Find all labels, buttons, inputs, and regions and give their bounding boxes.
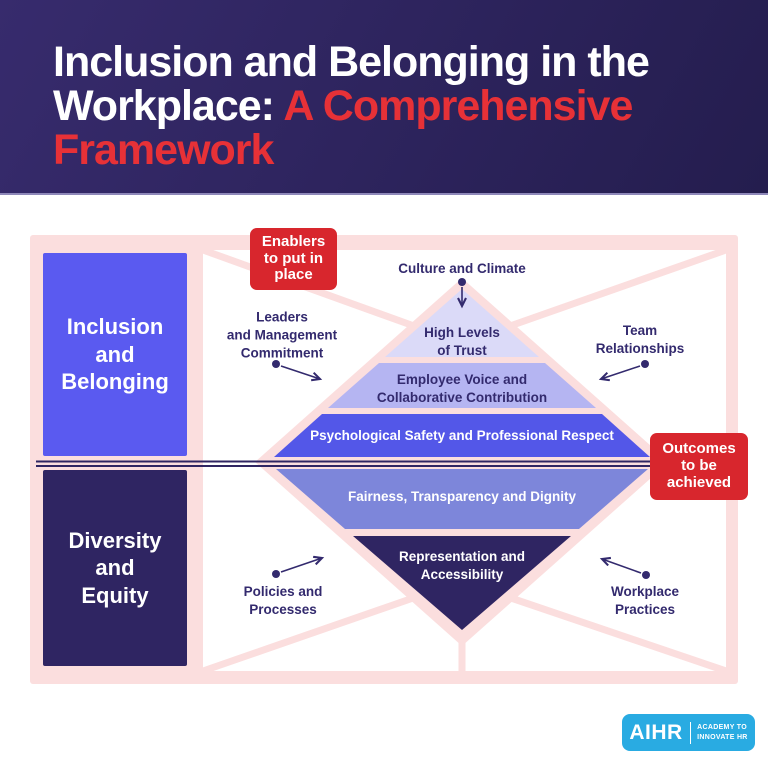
outcomes-badge-line1: Outcomes: [662, 440, 736, 458]
page-title: Inclusion and Belonging in the Workplace…: [53, 40, 733, 172]
category-inclusion-line2: and: [95, 341, 135, 367]
label-leaders-management: Leaders and Management Commitment: [227, 308, 337, 361]
band-high-trust: [385, 289, 539, 357]
enablers-badge-line3: place: [274, 266, 313, 284]
category-diversity-equity: Diversity and Equity: [43, 470, 187, 666]
arrow-workplace-icon: [602, 559, 642, 574]
half-divider-lines: [36, 460, 732, 467]
category-inclusion-line1: Inclusion: [66, 314, 164, 340]
band-label-employee-voice: Employee Voice and Collaborative Contrib…: [377, 371, 547, 407]
band-representation-line2: Accessibility: [420, 567, 504, 582]
aihr-logo-divider: [689, 721, 692, 744]
band-representation-line1: Representation and: [398, 549, 526, 565]
label-culture-climate: Culture and Climate: [398, 261, 526, 277]
band-label-high-trust: High Levels of Trust: [424, 324, 500, 360]
outcomes-badge: Outcomes to be achieved: [650, 433, 748, 500]
connector-arrows: [280, 287, 642, 574]
connector-dots: [272, 278, 650, 579]
arrow-leaders-icon: [280, 365, 320, 379]
enablers-badge: Enablers to put in place: [250, 228, 337, 290]
band-representation: [353, 536, 571, 630]
title-line-1: Inclusion and Belonging in the: [53, 38, 650, 86]
category-diversity-line2: and: [95, 555, 135, 581]
band-employee-voice-line2: Collaborative Contribution: [376, 390, 548, 405]
outcomes-badge-line3: achieved: [666, 473, 732, 491]
label-team-line2: Relationships: [595, 341, 685, 356]
category-inclusion-line3: Belonging: [61, 369, 169, 395]
band-label-fairness: Fairness, Transparency and Dignity: [347, 489, 577, 505]
category-inclusion-belonging: Inclusion and Belonging: [43, 253, 187, 456]
category-diversity-line1: Diversity: [68, 527, 162, 553]
label-leaders-line2: and Management: [226, 327, 338, 343]
header-banner: Inclusion and Belonging in the Workplace…: [0, 0, 768, 195]
aihr-tagline-line1: ACADEMY TO: [697, 724, 747, 732]
band-high-trust-line2: of Trust: [437, 343, 487, 358]
aihr-logo-wordmark: AIHR: [629, 720, 683, 744]
aihr-logo-tagline: ACADEMY TO INNOVATE HR: [697, 723, 748, 741]
band-employee-voice: [328, 363, 596, 408]
outcomes-badge-line2: to be: [681, 457, 717, 475]
label-policies-line2: Processes: [249, 602, 317, 617]
title-line-3: Framework: [53, 126, 274, 174]
enablers-badge-line1: Enablers: [261, 232, 326, 250]
band-label-psych-safety: Psychological Safety and Professional Re…: [310, 428, 614, 444]
band-psych-safety: [274, 414, 650, 457]
label-team-relationships: Team Relationships: [596, 322, 685, 358]
band-fairness: [276, 469, 648, 529]
label-workplace-practices: Workplace Practices: [611, 583, 679, 619]
aihr-tagline-line2: INNOVATE HR: [697, 733, 748, 741]
title-line-2-red: A Comprehensive: [283, 82, 633, 130]
aihr-logo: AIHR ACADEMY TO INNOVATE HR: [622, 714, 755, 751]
label-policies-line1: Policies and: [243, 584, 323, 600]
label-policies-processes: Policies and Processes: [244, 583, 323, 619]
title-line-2: Workplace: A Comprehensive: [53, 84, 733, 128]
label-workplace-line1: Workplace: [610, 584, 680, 600]
arrow-team-icon: [601, 365, 641, 379]
band-high-trust-line1: High Levels: [424, 325, 500, 341]
title-line-2-white: Workplace:: [53, 82, 284, 130]
band-employee-voice-line1: Employee Voice and: [396, 372, 528, 388]
label-leaders-line3: Commitment: [240, 344, 324, 360]
label-team-line1: Team: [622, 323, 658, 339]
category-diversity-line3: Equity: [81, 582, 149, 608]
enablers-badge-line2: to put in: [263, 249, 324, 267]
band-label-representation: Representation and Accessibility: [399, 548, 525, 584]
arrow-policies-icon: [280, 558, 322, 573]
label-workplace-line2: Practices: [614, 602, 676, 617]
label-leaders-line1: Leaders: [256, 309, 308, 325]
